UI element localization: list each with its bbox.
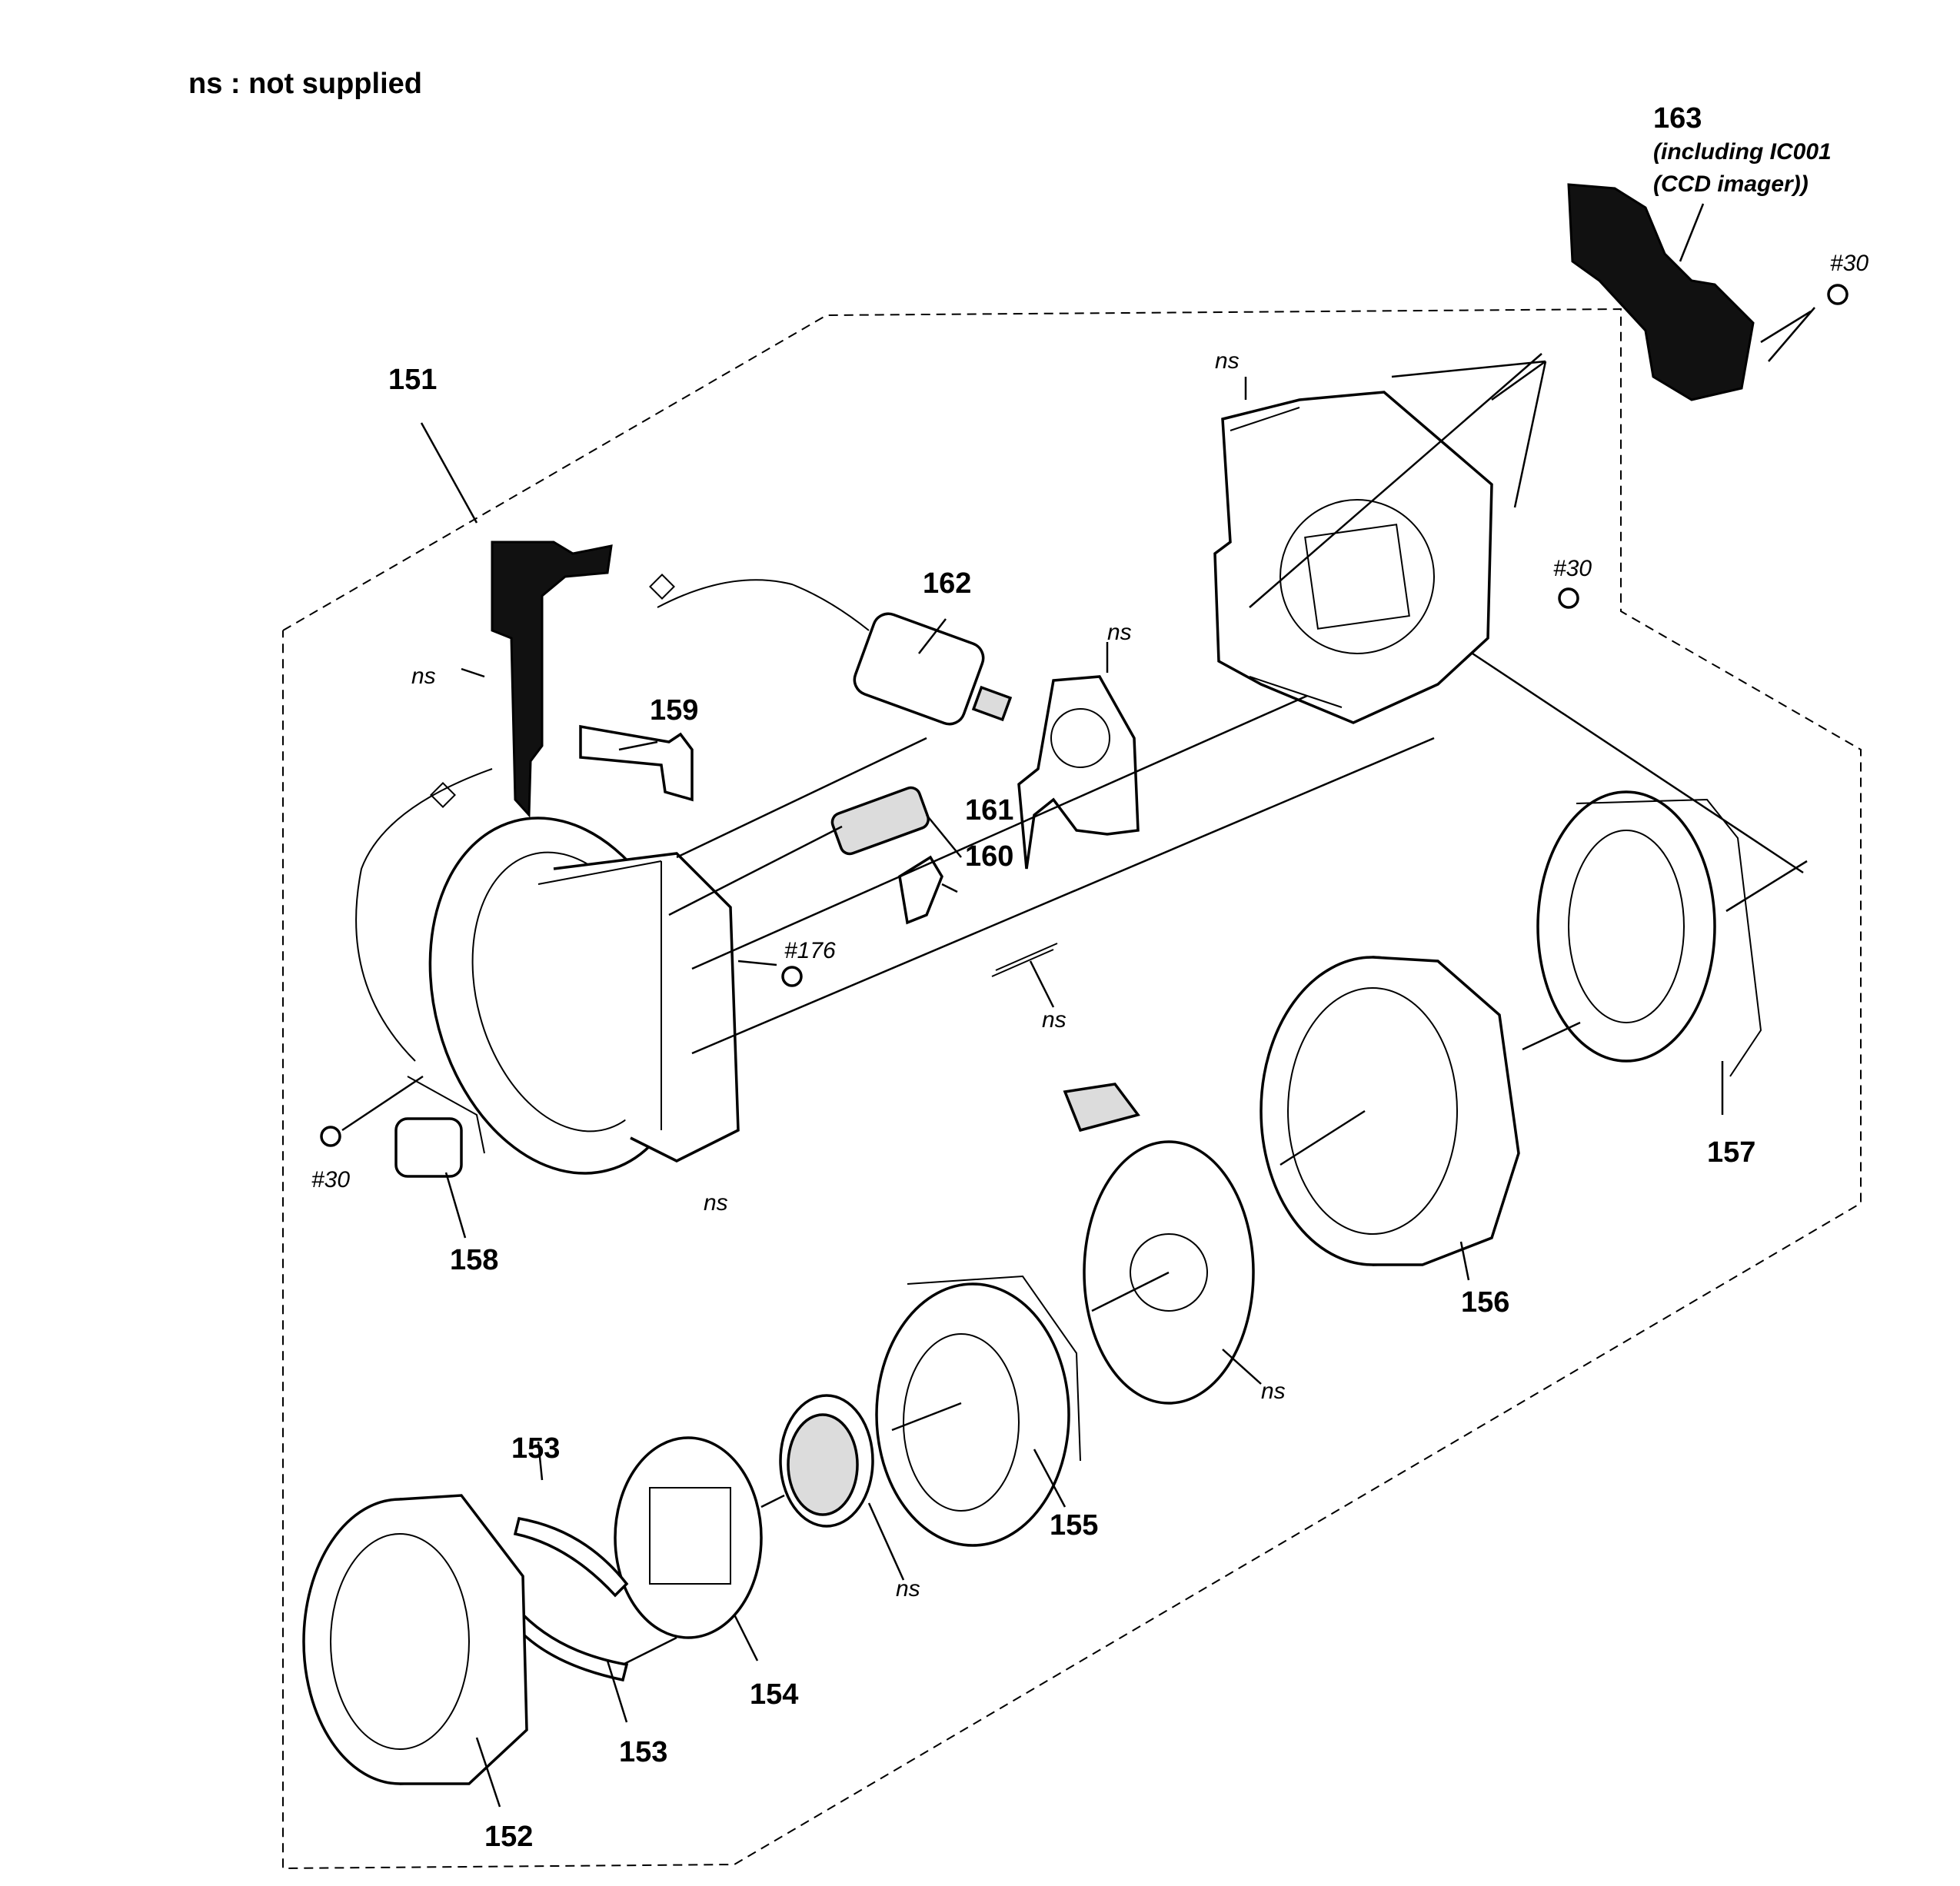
screw-30-top-label: #30 [1830, 251, 1869, 276]
shutter-unit [1063, 1083, 1255, 1405]
part-154-label: 154 [750, 1678, 799, 1711]
spring-153-upper [513, 1516, 629, 1598]
ns-frame-top-label: ns [1215, 348, 1240, 374]
ns-flex-label: ns [411, 664, 436, 689]
sensor-frame [1213, 391, 1493, 724]
screw-30-left [320, 1126, 341, 1147]
part-161-label: 161 [965, 794, 1014, 827]
barrel-157 [1536, 790, 1762, 1077]
screw-30-right-label: #30 [1553, 556, 1592, 581]
ring-154 [614, 1436, 763, 1639]
ns-bracket-label: ns [1107, 620, 1132, 645]
motor-162 [853, 612, 1013, 726]
screw-30-right [1558, 587, 1579, 609]
motor-158 [394, 1076, 485, 1178]
ring-156 [1260, 956, 1520, 1266]
ns-spring-label: ns [1042, 1007, 1067, 1033]
lens-group [779, 1394, 874, 1528]
barrel-155 [875, 1275, 1081, 1547]
legend-text: ns : not supplied [188, 68, 422, 100]
part-153-upper-label: 153 [511, 1432, 561, 1465]
spring-153-lower [513, 1612, 629, 1682]
gear-161 [830, 786, 930, 856]
flex-cable [491, 541, 613, 818]
part-163-note-line2: (CCD imager)) [1653, 171, 1809, 197]
bracket-159 [579, 724, 694, 802]
screw-176-label: #176 [784, 938, 836, 963]
part-151-label: 151 [388, 364, 438, 396]
part-156-label: 156 [1461, 1286, 1510, 1319]
ns-shutter-label: ns [1261, 1379, 1286, 1404]
screw-30-left-label: #30 [311, 1167, 351, 1192]
worm-160 [898, 855, 943, 925]
shutter-bracket [1017, 675, 1140, 870]
part-153-lower-label: 153 [619, 1736, 668, 1768]
assembly-boundary [282, 308, 1862, 1870]
ns-lens-label: ns [896, 1576, 920, 1602]
screw-176 [781, 966, 803, 987]
front-ring-152 [302, 1494, 528, 1785]
part-155-label: 155 [1050, 1509, 1099, 1542]
screw-30-top [1827, 284, 1849, 305]
ccd-board-163 [1567, 183, 1755, 401]
part-163-label: 163 [1653, 102, 1702, 135]
part-163-note-line1: (including IC001 [1653, 139, 1832, 165]
part-160-label: 160 [965, 840, 1014, 873]
part-159-label: 159 [650, 694, 699, 727]
part-157-label: 157 [1707, 1136, 1756, 1169]
part-158-label: 158 [450, 1244, 499, 1276]
main-frame [428, 817, 740, 1175]
part-162-label: 162 [923, 567, 972, 600]
spring [991, 943, 1058, 977]
ns-ring-base-label: ns [704, 1190, 728, 1216]
part-152-label: 152 [484, 1821, 534, 1853]
